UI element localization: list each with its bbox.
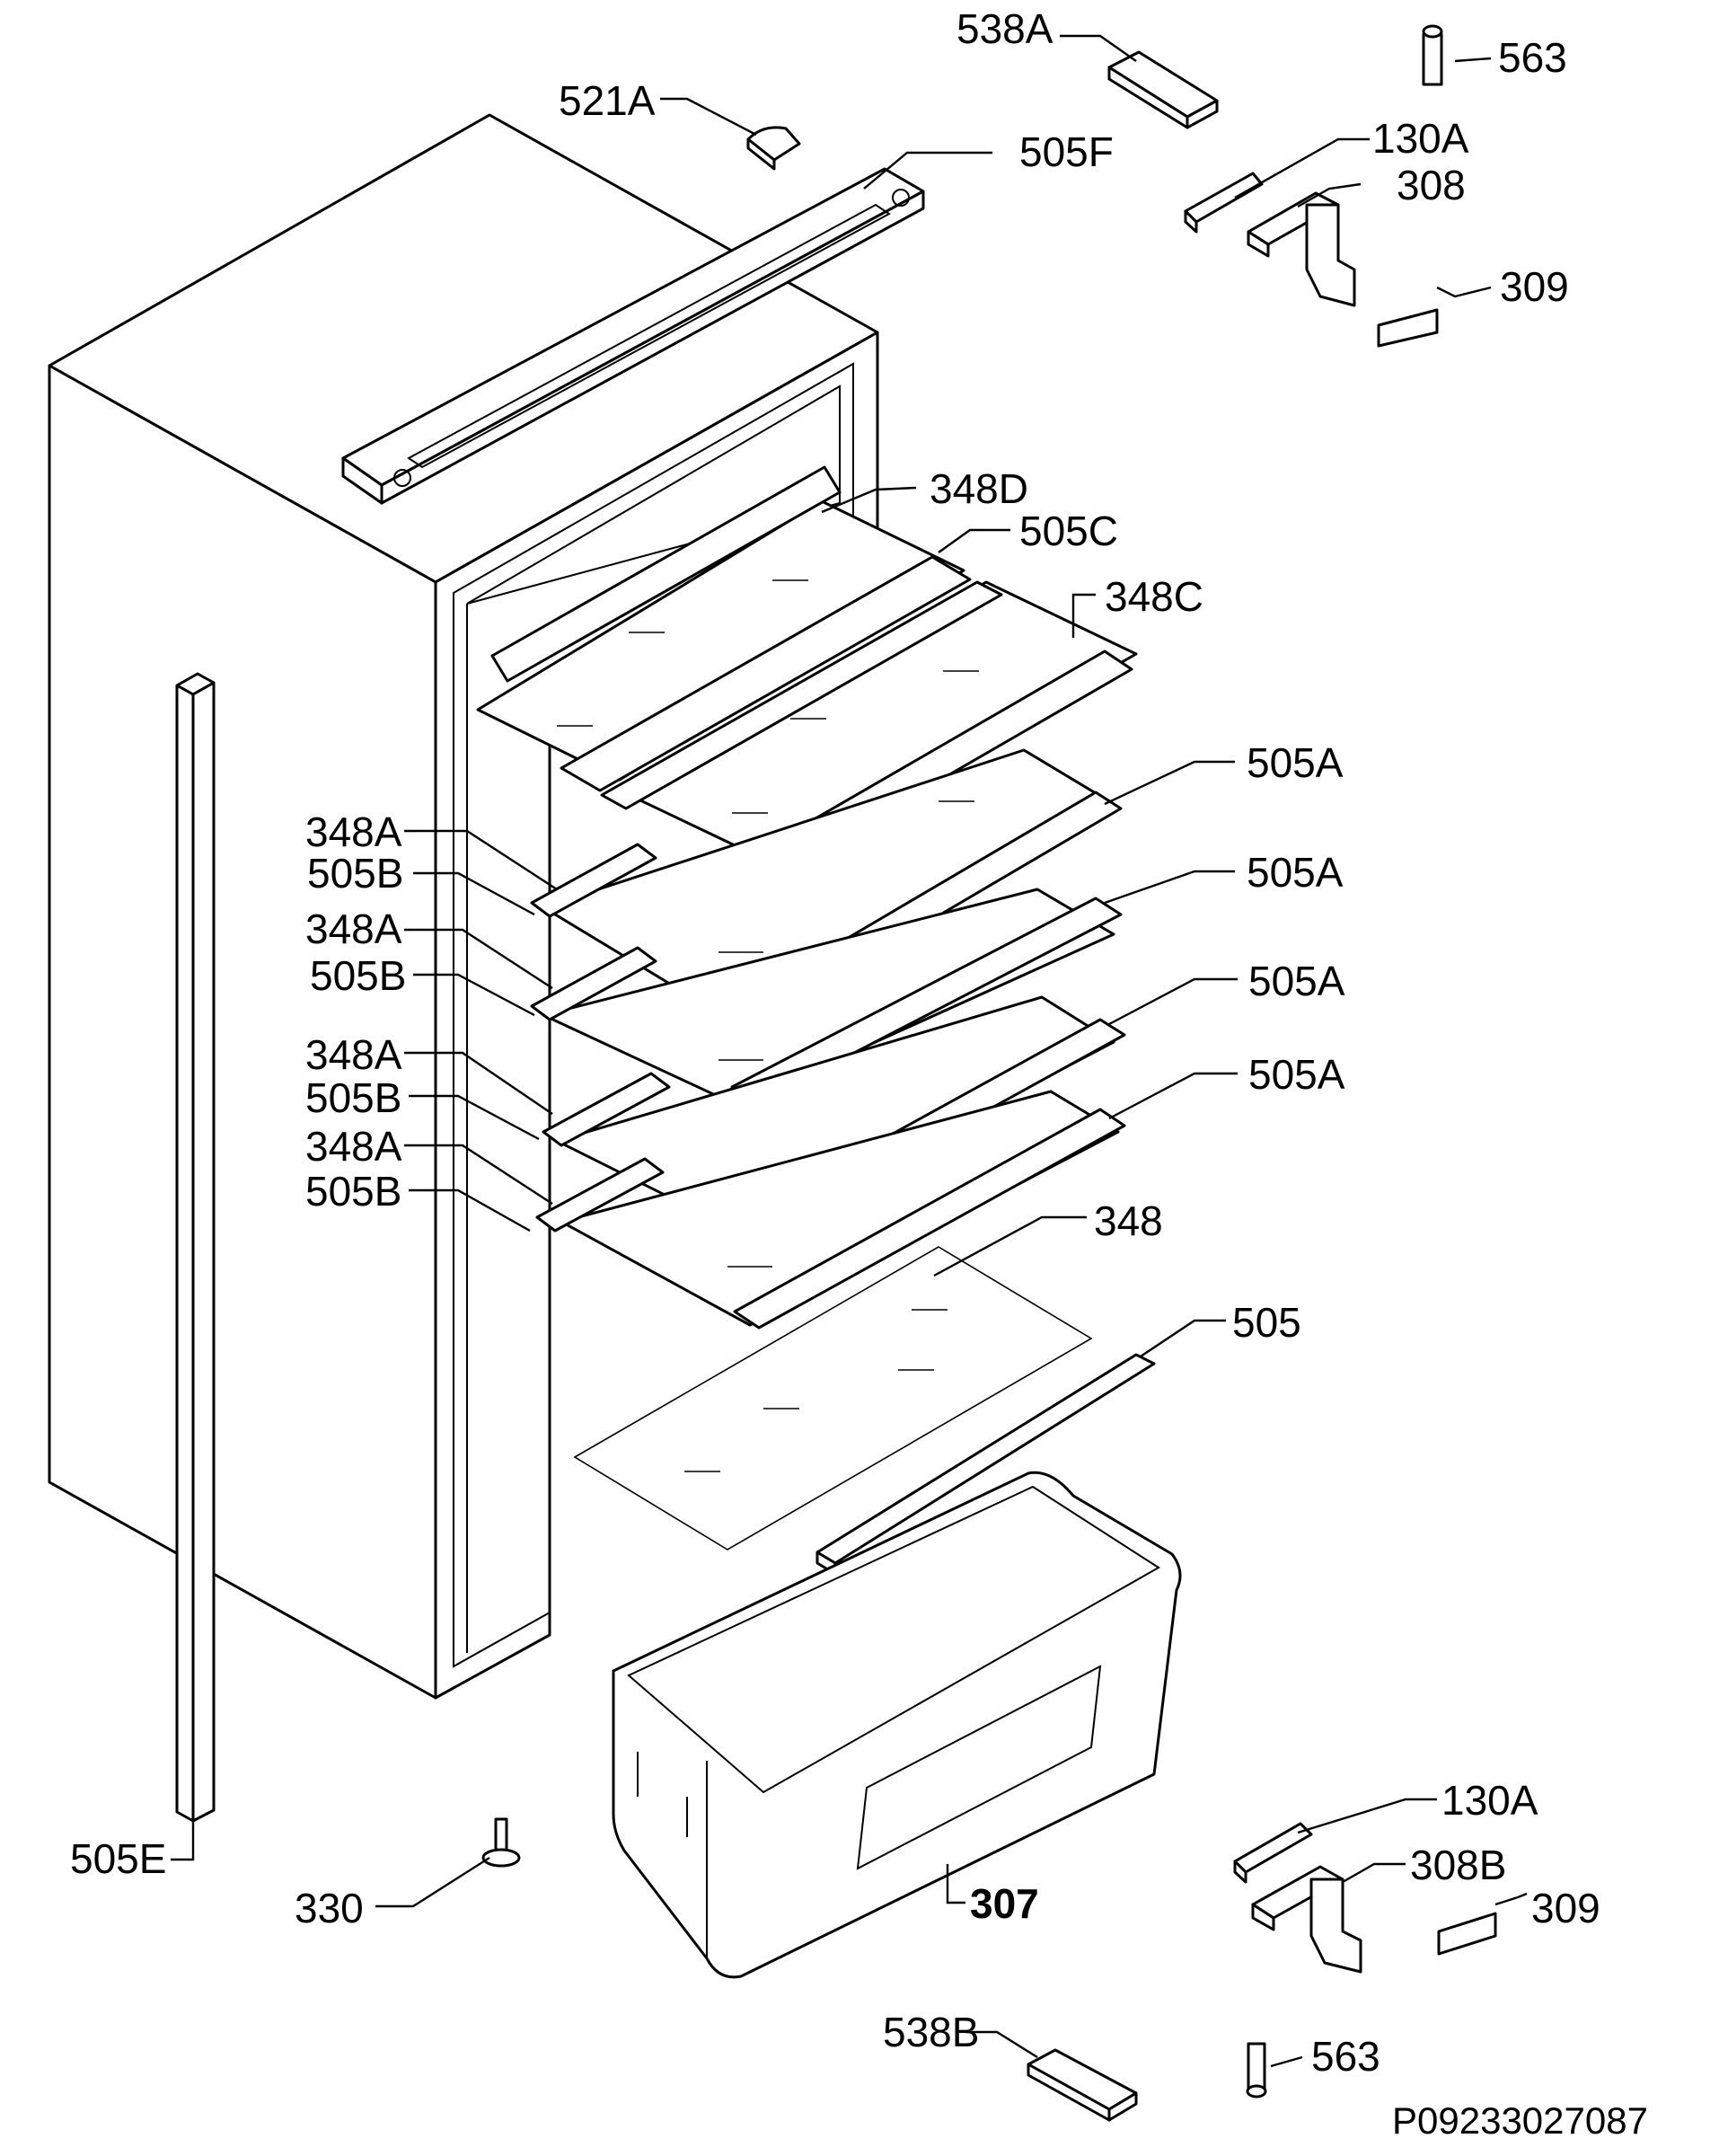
cover-309-bottom [1437,1912,1497,1956]
hinge-bracket-538a [1107,50,1219,129]
crisper-drawer-307 [612,1471,1182,1979]
label-348: 348 [1094,1197,1163,1244]
label-505a-2: 505A [1247,849,1344,896]
label-521a: 521A [559,77,656,124]
shelf-348d [476,465,972,792]
pin-563-bottom [1246,2042,1267,2099]
label-505: 505 [1232,1299,1301,1346]
label-130a-top: 130A [1372,115,1469,162]
screw-330 [481,1817,521,1868]
label-505c: 505C [1019,508,1118,554]
hinge-plate-130a-bottom [1233,1822,1313,1884]
label-505a-3: 505A [1248,958,1345,1004]
label-563-bottom: 563 [1311,2033,1380,2080]
label-505a-4: 505A [1248,1051,1345,1098]
callout-labels: 538A 563 521A 505F 130A 308 309 348D 505… [70,5,1600,2080]
label-348a-2: 348A [305,906,402,952]
trim-505e [175,672,216,1823]
diagram-reference-code: P09233027087 [1392,2099,1648,2142]
label-505b-3: 505B [305,1074,401,1121]
cover-309-top [1377,308,1439,348]
label-330: 330 [295,1885,364,1931]
label-309-bottom: 309 [1531,1885,1600,1931]
label-130a-bottom: 130A [1441,1777,1538,1824]
top-rail-505f [341,167,925,505]
shelf-348a-4 [535,1090,1126,1330]
label-348a-1: 348A [305,808,402,855]
label-538b: 538B [883,2009,979,2055]
label-308: 308 [1397,162,1466,208]
hinge-308b [1251,1865,1362,1974]
shelf-348 [573,1246,1093,1551]
label-307: 307 [970,1880,1039,1927]
shelf-348a-2 [530,888,1123,1107]
label-505b-2: 505B [310,952,406,999]
label-563-top: 563 [1498,34,1567,81]
label-348d: 348D [930,465,1028,512]
label-538a: 538A [956,5,1053,52]
label-505f: 505F [1019,128,1114,175]
label-505b-4: 505B [305,1168,401,1215]
part-521a [746,126,801,171]
label-309-top: 309 [1500,263,1569,310]
label-505e: 505E [70,1835,166,1882]
label-348a-3: 348A [305,1031,402,1078]
leader-lines [171,34,1528,2068]
pin-563-top [1422,24,1443,86]
label-348a-4: 348A [305,1123,402,1170]
hinge-bracket-538b [1027,2048,1138,2122]
hinge-plate-130a-top [1184,172,1264,234]
hinge-308 [1247,191,1356,307]
label-505a-1: 505A [1247,739,1344,786]
label-308b: 308B [1410,1842,1506,1888]
label-348c: 348C [1105,573,1203,620]
label-505b-1: 505B [307,850,403,897]
